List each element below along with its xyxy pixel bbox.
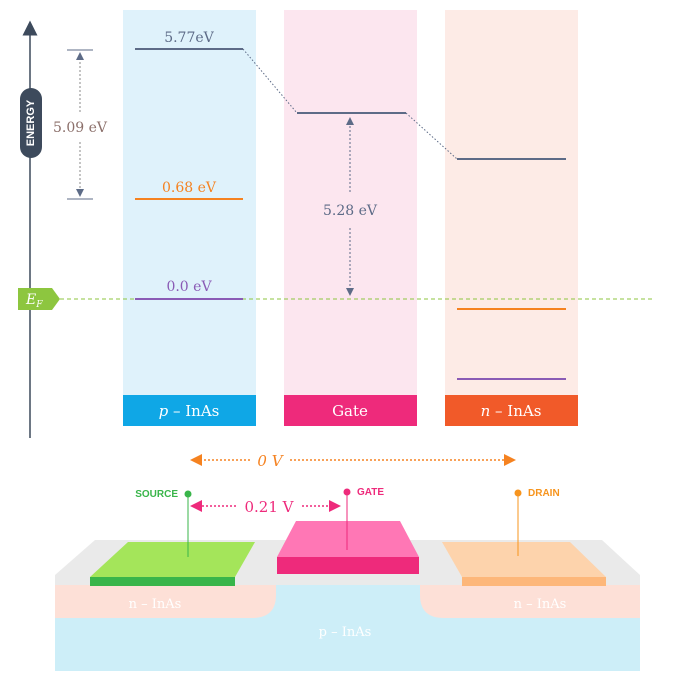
n-inas-left-well bbox=[55, 585, 276, 618]
source-electrode bbox=[90, 542, 255, 577]
column-n-inas-tab bbox=[445, 395, 578, 426]
gate-terminal-dot bbox=[343, 488, 351, 496]
gate-electrode bbox=[277, 521, 419, 557]
source-drain-voltage: 0 V bbox=[257, 452, 284, 470]
n-inas-right-well bbox=[420, 585, 640, 618]
fermi-tag-label: EF bbox=[25, 292, 43, 310]
energy-axis-pill bbox=[20, 88, 42, 158]
drain-electrode-base bbox=[462, 577, 606, 586]
drain-terminal-label: DRAIN bbox=[528, 488, 560, 499]
connector-gate-to-n bbox=[405, 112, 458, 160]
column-p-inas-label: p – InAs bbox=[159, 402, 220, 420]
column-p-inas-tab bbox=[123, 395, 256, 426]
source-terminal-label: SOURCE bbox=[135, 489, 178, 500]
column-n-inas-label: n – InAs bbox=[481, 402, 542, 420]
drain-electrode bbox=[442, 542, 606, 577]
drain-terminal-dot bbox=[514, 489, 522, 497]
column-n-inas-bg bbox=[445, 10, 578, 425]
fermi-tag bbox=[18, 288, 60, 310]
energy-axis-label: ENERGY bbox=[25, 99, 37, 146]
p-middle-level-label: 0.68 eV bbox=[162, 180, 217, 196]
p-fermi-level-label: 0.0 eV bbox=[166, 279, 212, 295]
column-gate-bg bbox=[284, 10, 417, 425]
gate-gap-label: 5.28 eV bbox=[323, 203, 378, 219]
gate-electrode-base bbox=[277, 557, 419, 574]
left-region-label: n – InAs bbox=[129, 597, 182, 612]
column-gate-label: Gate bbox=[332, 402, 368, 420]
right-region-label: n – InAs bbox=[514, 597, 567, 612]
left-gap-label: 5.09 eV bbox=[53, 120, 108, 136]
column-gate-tab bbox=[284, 395, 417, 426]
substrate-label: p – InAs bbox=[319, 625, 372, 640]
column-p-inas-bg bbox=[123, 10, 256, 425]
source-terminal-dot bbox=[184, 490, 192, 498]
p-top-level-label: 5.77eV bbox=[164, 30, 214, 46]
source-gate-voltage: 0.21 V bbox=[245, 498, 295, 516]
source-electrode-base bbox=[90, 577, 235, 586]
gate-terminal-label: GATE bbox=[357, 487, 384, 498]
